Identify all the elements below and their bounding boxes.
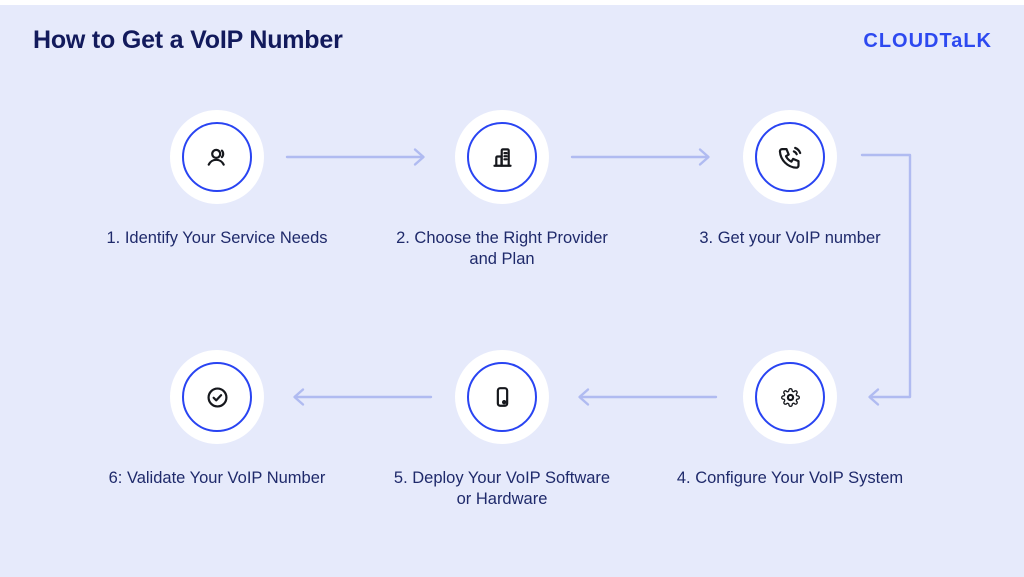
arrow-step1-to-step2 — [285, 148, 425, 166]
step-5-bubble — [455, 350, 549, 444]
gear-icon — [780, 387, 800, 407]
step-6-label: 6: Validate Your VoIP Number — [109, 468, 326, 489]
arrow-step5-to-step6 — [293, 388, 433, 406]
step-6-bubble — [170, 350, 264, 444]
step-6-ring — [182, 362, 252, 432]
step-3-ring — [755, 122, 825, 192]
step-1: 1. Identify Your Service Needs — [67, 110, 367, 249]
arrow-step4-to-step5 — [578, 388, 718, 406]
arrow-step2-to-step3 — [570, 148, 710, 166]
step-2: 2. Choose the Right Provider and Plan — [352, 110, 652, 269]
step-5-ring — [467, 362, 537, 432]
step-2-label-line1: 2. Choose the Right Provider — [396, 229, 608, 247]
step-5: 5. Deploy Your VoIP Software or Hardware — [352, 350, 652, 509]
page-title: How to Get a VoIP Number — [33, 26, 343, 54]
step-1-ring — [182, 122, 252, 192]
user-icon — [207, 148, 225, 166]
phone-call-icon — [778, 146, 801, 169]
step-5-label: 5. Deploy Your VoIP Software or Hardware — [394, 468, 610, 509]
step-5-label-line1: 5. Deploy Your VoIP Software — [393, 469, 611, 487]
building-icon — [492, 147, 512, 167]
step-3-label-line1: 3. Get your VoIP number — [699, 229, 881, 247]
step-4-bubble — [743, 350, 837, 444]
step-3: 3. Get your VoIP number — [640, 110, 940, 249]
step-4-label-line1: 4. Configure Your VoIP System — [676, 469, 904, 487]
cloudtalk-logo: CLOUDTaLK — [863, 30, 992, 52]
step-6-label-line1: 6: Validate Your VoIP Number — [108, 469, 326, 487]
step-4-label: 4. Configure Your VoIP System — [677, 468, 903, 489]
step-4-ring — [755, 362, 825, 432]
step-2-label-line2: and Plan — [469, 249, 535, 268]
step-1-bubble — [170, 110, 264, 204]
smartphone-icon — [496, 386, 508, 407]
step-1-label: 1. Identify Your Service Needs — [106, 228, 327, 249]
step-2-bubble — [455, 110, 549, 204]
step-1-label-line1: 1. Identify Your Service Needs — [106, 229, 328, 247]
arrow-step3-to-step4-connector — [860, 153, 912, 406]
check-circle-icon — [206, 386, 228, 408]
step-2-ring — [467, 122, 537, 192]
step-4: 4. Configure Your VoIP System — [640, 350, 940, 489]
step-5-label-line2: or Hardware — [456, 489, 548, 508]
step-6: 6: Validate Your VoIP Number — [67, 350, 367, 489]
top-edge — [0, 0, 1024, 5]
step-3-bubble — [743, 110, 837, 204]
step-3-label: 3. Get your VoIP number — [699, 228, 880, 249]
step-2-label: 2. Choose the Right Provider and Plan — [396, 228, 608, 269]
